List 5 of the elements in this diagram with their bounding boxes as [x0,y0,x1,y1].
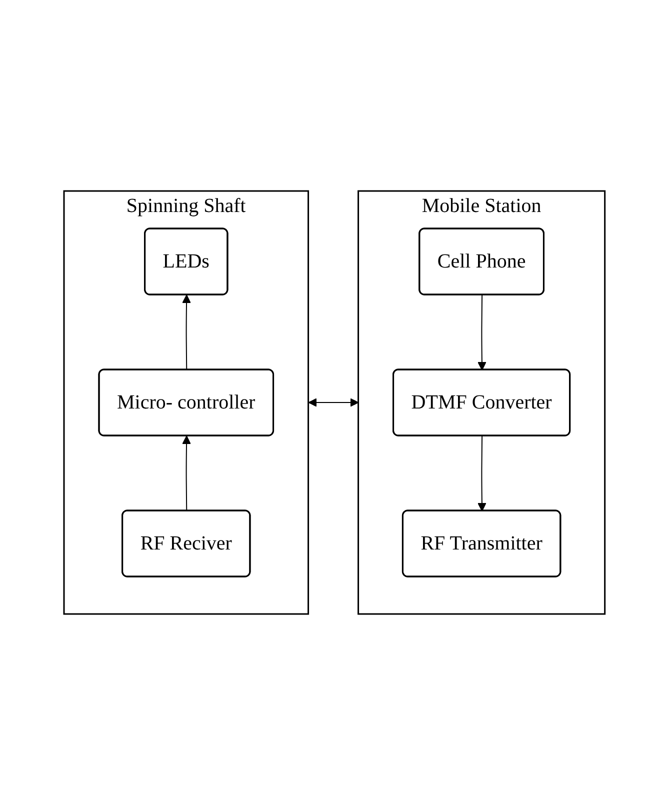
arrow [477,294,486,370]
arrow [308,398,358,407]
arrow [182,294,190,370]
arrow [477,436,486,512]
arrow [182,436,190,512]
